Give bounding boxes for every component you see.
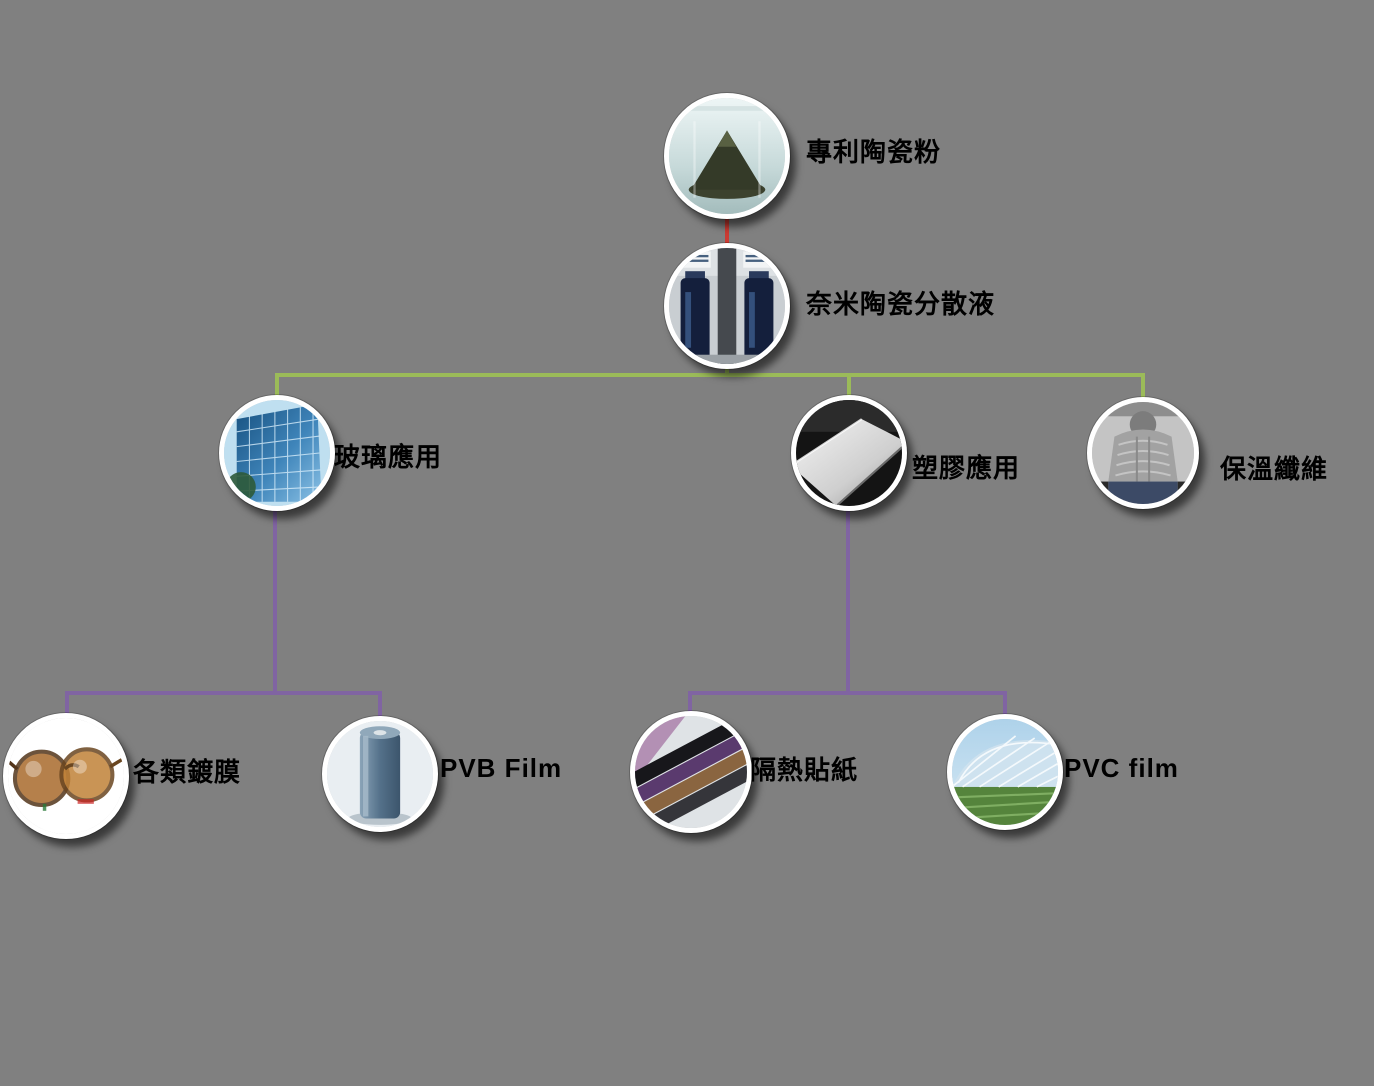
sticker-label: 隔熱貼紙 [750, 755, 859, 785]
glass-building-photo [219, 395, 335, 511]
connector-dispersion-stub [725, 365, 729, 377]
insulated-jacket-photo [1087, 397, 1199, 509]
window-film-rolls-photo [630, 711, 752, 833]
connector-coatings-stub [65, 691, 69, 719]
dispersion-label: 奈米陶瓷分散液 [806, 289, 996, 319]
connector-glass-children-horizontal [65, 691, 382, 695]
pvb-label: PVB Film [440, 753, 563, 783]
connector-glass-stub [275, 373, 279, 403]
plastic-label: 塑膠應用 [912, 453, 1021, 483]
plastic-sheet-photo [791, 395, 907, 511]
coatings-label: 各類鍍膜 [133, 757, 242, 787]
fiber-label: 保溫纖維 [1220, 454, 1329, 484]
pvc-label: PVC film [1064, 753, 1179, 783]
greenhouse-photo [947, 714, 1063, 830]
connector-pvc-stub [1003, 691, 1007, 719]
connector-branch-horizontal [275, 373, 1145, 377]
sunglasses-photo [3, 713, 129, 839]
connector-glass-down [273, 506, 277, 695]
connector-fiber-stub [1141, 373, 1145, 403]
glass-label: 玻璃應用 [334, 442, 443, 472]
root-label: 專利陶瓷粉 [806, 137, 942, 167]
connector-sticker-stub [688, 691, 692, 717]
connector-plastic-stub [847, 373, 851, 403]
nano-dispersion-photo [664, 243, 790, 369]
connector-root-dispersion [725, 212, 729, 248]
pvb-film-roll-photo [322, 716, 438, 832]
ceramic-powder-photo [664, 93, 790, 219]
connector-plastic-children-horizontal [688, 691, 1007, 695]
connector-pvb-stub [378, 691, 382, 721]
connector-plastic-down [846, 506, 850, 695]
